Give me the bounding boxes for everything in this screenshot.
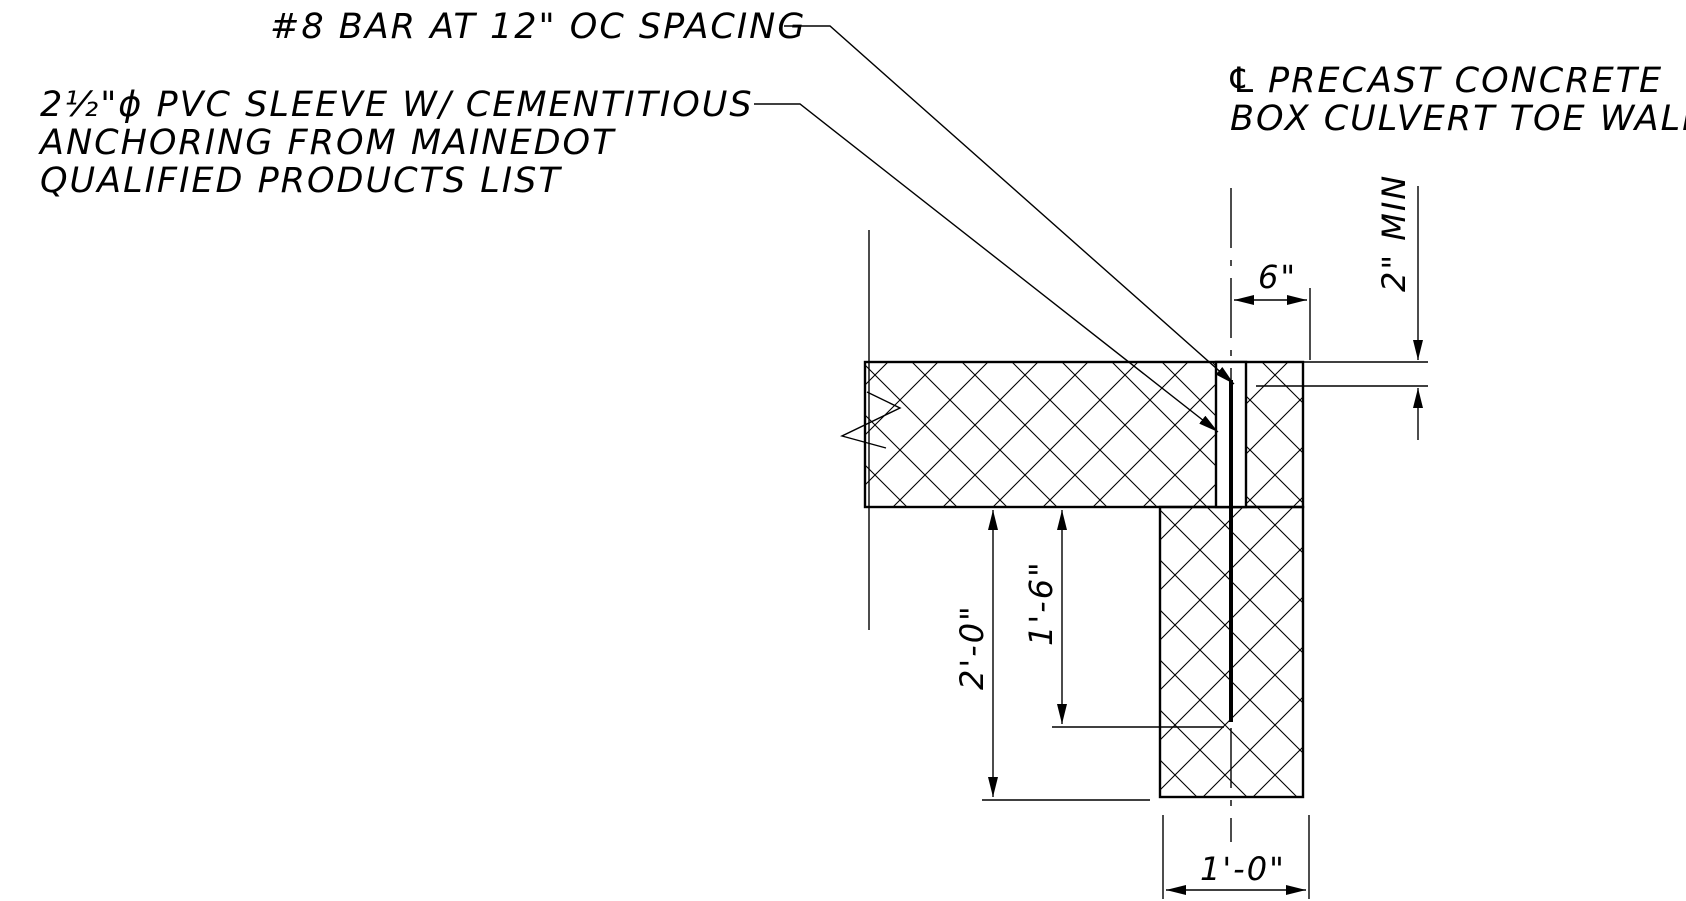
dim-cover-label: 2" MIN [1375, 174, 1413, 292]
centerline-note-line2: BOX CULVERT TOE WALL [1230, 99, 1686, 139]
bar-leader [784, 25, 1235, 385]
dim-6in-label: 6" [1258, 258, 1297, 296]
sleeve-note-line1: 2½"ϕ PVC SLEEVE W/ CEMENTITIOUS [40, 85, 754, 125]
sleeve-note-line2: ANCHORING FROM MAINEDOT [38, 123, 616, 163]
dim-1ft-label: 1'-0" [1200, 850, 1286, 888]
sleeve-leader [754, 103, 1219, 433]
sleeve-note-line3: QUALIFIED PRODUCTS LIST [40, 161, 562, 201]
centerline-note-line1: PRECAST CONCRETE [1268, 61, 1663, 101]
centerline-symbol: ℄ [1226, 61, 1259, 101]
dim-2ft-label: 2'-0" [953, 604, 991, 690]
bar-note: #8 BAR AT 12" OC SPACING [270, 7, 806, 47]
dim-18in-label: 1'-6" [1022, 560, 1060, 646]
break-symbol [840, 391, 902, 449]
